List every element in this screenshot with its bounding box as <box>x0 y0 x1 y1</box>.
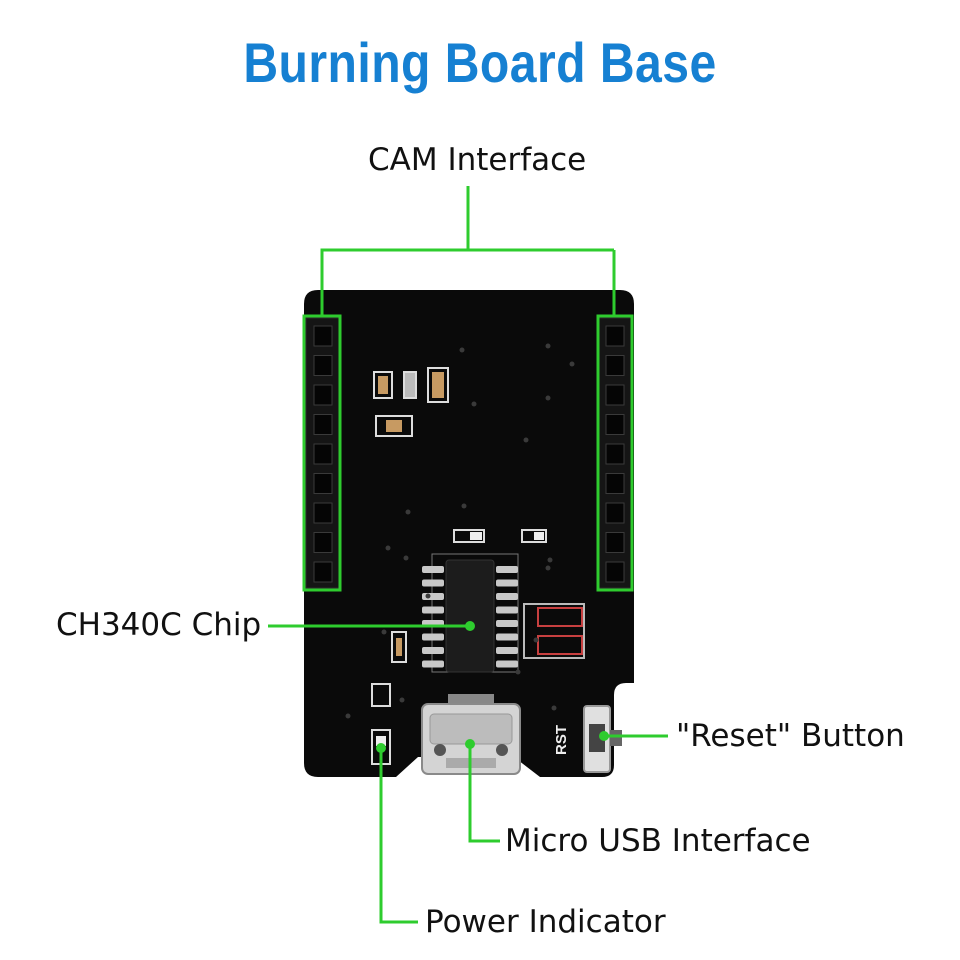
chip-pad <box>422 660 444 668</box>
chip-pad <box>422 579 444 587</box>
ch340c-chip-label: CH340C Chip <box>56 607 262 643</box>
header-pin <box>313 384 333 406</box>
board-vias <box>345 343 575 719</box>
power-leader <box>379 748 418 924</box>
via <box>523 437 529 443</box>
cam-interface-label: CAM Interface <box>368 142 587 178</box>
header-pin <box>313 325 333 347</box>
via <box>547 557 553 563</box>
header-pin <box>313 502 333 524</box>
header-pin <box>605 414 625 435</box>
chip-pad <box>422 606 444 614</box>
via <box>515 669 521 675</box>
header-pin <box>605 502 625 524</box>
header-pin <box>313 561 333 583</box>
chip-pad <box>496 566 518 573</box>
reset-switch <box>583 705 622 773</box>
via <box>533 637 539 643</box>
header-pin <box>605 355 625 376</box>
pcb-board <box>304 290 634 777</box>
via <box>399 697 405 703</box>
power-indicator-label: Power Indicator <box>425 904 666 940</box>
chip-pad <box>496 579 518 587</box>
via <box>381 629 387 635</box>
cam-leader <box>320 186 470 316</box>
header-pin <box>605 384 625 406</box>
header-pin <box>313 355 333 376</box>
header-pin <box>313 443 333 465</box>
chip-pad <box>496 633 518 641</box>
header-pin <box>605 325 625 347</box>
right-pin-header <box>597 317 633 589</box>
via <box>471 401 477 407</box>
micro-usb-label: Micro USB Interface <box>505 823 811 859</box>
smd-fills <box>378 372 544 656</box>
via <box>545 395 551 401</box>
chip-pad <box>422 633 444 641</box>
header-pin <box>605 561 625 583</box>
chip-pad <box>496 647 518 654</box>
rst-silkscreen: RST <box>553 725 570 755</box>
via <box>545 343 551 349</box>
via <box>569 361 575 367</box>
via <box>551 705 557 711</box>
header-pin <box>605 473 625 494</box>
via <box>461 503 467 509</box>
reset-button-label: "Reset" Button <box>676 718 905 754</box>
chip-pad <box>422 566 444 573</box>
left-pin-header <box>305 317 341 589</box>
chip-pad <box>496 606 518 614</box>
header-pin <box>605 532 625 553</box>
smd-components-top <box>371 367 585 707</box>
chip-pad <box>496 593 518 600</box>
header-pin <box>605 443 625 465</box>
via <box>403 555 409 561</box>
via <box>385 545 391 551</box>
header-pin <box>313 532 333 553</box>
header-pin <box>313 414 333 435</box>
chip-pad <box>496 620 518 627</box>
chip-pad <box>496 660 518 668</box>
via <box>459 347 465 353</box>
via <box>425 593 431 599</box>
chip-pad <box>422 593 444 600</box>
page-title: Burning Board Base <box>243 31 717 94</box>
ch340c-chip <box>422 553 519 673</box>
leader-lines <box>268 186 668 924</box>
header-pin <box>313 473 333 494</box>
via <box>345 713 351 719</box>
chip-pad <box>422 647 444 654</box>
via <box>545 565 551 571</box>
via <box>405 509 411 515</box>
usb-leader <box>468 744 500 843</box>
